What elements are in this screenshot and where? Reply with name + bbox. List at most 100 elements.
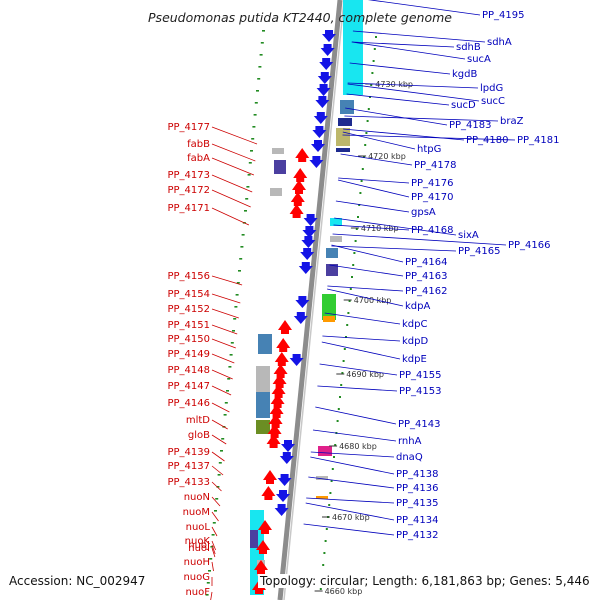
reverse-gene-label: gpsA bbox=[411, 207, 436, 218]
forward-leader-line bbox=[211, 207, 250, 226]
reverse-gene-label: PP_4180 bbox=[466, 135, 509, 146]
forward-leader-line bbox=[211, 481, 222, 492]
tick-mark bbox=[239, 258, 243, 260]
forward-gene-label: PP_4148 bbox=[167, 365, 210, 376]
reverse-gene-label: lpdG bbox=[480, 83, 503, 94]
ruler-label: 4670 kbp bbox=[332, 513, 370, 522]
tick-mark bbox=[364, 144, 367, 146]
reverse-leader-line bbox=[324, 312, 401, 325]
forward-leader-line bbox=[211, 465, 224, 476]
forward-leader-line bbox=[211, 544, 216, 555]
reverse-gene-arrow bbox=[311, 140, 325, 152]
reverse-leader-line bbox=[349, 62, 451, 75]
tick-mark bbox=[355, 228, 358, 230]
reverse-leader-line bbox=[335, 200, 410, 213]
forward-gene-label: nuoH bbox=[184, 557, 210, 568]
reverse-gene-label: rnhA bbox=[398, 436, 422, 447]
reverse-gene-arrow bbox=[317, 72, 332, 84]
reverse-gene-label: PP_4163 bbox=[405, 271, 448, 282]
tick-mark bbox=[262, 30, 265, 32]
reverse-gene-label: PP_4170 bbox=[411, 192, 454, 203]
reverse-leader-line bbox=[334, 217, 457, 236]
tick-mark bbox=[360, 180, 363, 182]
tick-mark bbox=[254, 102, 258, 104]
reverse-gene-label: PP_4183 bbox=[449, 120, 492, 131]
cds-feature bbox=[256, 420, 270, 434]
reverse-gene-label: PP_4181 bbox=[517, 135, 560, 146]
forward-gene-label: PP_4154 bbox=[167, 289, 210, 300]
reverse-gene-label: PP_4138 bbox=[396, 469, 439, 480]
reverse-gene-arrow bbox=[276, 490, 290, 502]
tick-mark bbox=[363, 156, 365, 158]
tick-mark bbox=[248, 162, 252, 164]
tick-mark bbox=[353, 252, 356, 254]
forward-gene-label: PP_4177 bbox=[167, 122, 210, 133]
reverse-leader-line bbox=[331, 245, 457, 252]
tick-mark bbox=[217, 474, 221, 476]
reverse-leader-line bbox=[303, 523, 395, 536]
reverse-gene-arrow bbox=[300, 248, 315, 260]
reverse-gene-arrow bbox=[302, 226, 317, 238]
forward-gene-label: PP_4156 bbox=[167, 271, 210, 282]
forward-gene-label: PP_4171 bbox=[167, 203, 210, 214]
reverse-leader-line bbox=[342, 134, 516, 141]
tick-mark bbox=[361, 168, 364, 170]
tick-mark bbox=[358, 204, 361, 206]
tick-mark bbox=[354, 240, 357, 242]
tick-mark bbox=[319, 588, 322, 590]
reverse-gene-label: braZ bbox=[500, 116, 524, 127]
map-title: Pseudomonas putida KT2440, complete geno… bbox=[148, 10, 452, 25]
reverse-leader-line bbox=[310, 451, 395, 458]
reverse-gene-arrow bbox=[279, 452, 294, 464]
forward-gene-label: nuoL bbox=[186, 522, 211, 533]
tick-mark bbox=[329, 492, 332, 494]
forward-gene-arrow bbox=[268, 414, 283, 428]
tick-mark bbox=[347, 312, 350, 314]
forward-gene-arrow bbox=[295, 148, 310, 162]
cds-feature bbox=[256, 366, 270, 392]
reverse-gene-label: sucA bbox=[467, 54, 491, 65]
reverse-leader-line bbox=[312, 429, 397, 442]
reverse-leader-line bbox=[308, 476, 395, 489]
tick-mark bbox=[334, 444, 337, 446]
tick-mark bbox=[215, 498, 219, 500]
tick-mark bbox=[236, 282, 240, 284]
tick-mark bbox=[226, 390, 229, 392]
accession-label: Accession: NC_002947 bbox=[7, 574, 148, 588]
tick-mark bbox=[323, 552, 326, 554]
genome-backbone-shadow bbox=[283, 0, 345, 600]
forward-leader-line bbox=[211, 526, 218, 537]
reverse-gene-label: PP_4165 bbox=[458, 246, 501, 257]
reverse-leader-line bbox=[347, 83, 480, 102]
forward-leader-line bbox=[211, 338, 236, 349]
reverse-gene-label: kdpC bbox=[402, 319, 427, 330]
cds-feature bbox=[323, 316, 335, 322]
forward-gene-label: PP_4137 bbox=[167, 461, 210, 472]
reverse-gene-label: kdpE bbox=[402, 354, 427, 365]
ruler-label: 4680 kbp bbox=[339, 442, 377, 451]
tick-mark bbox=[246, 186, 250, 188]
reverse-gene-label: kdpA bbox=[405, 301, 430, 312]
reverse-gene-label: kdpD bbox=[402, 336, 428, 347]
reverse-leader-line bbox=[310, 456, 395, 475]
forward-leader-line bbox=[211, 189, 251, 208]
forward-leader-line bbox=[211, 451, 225, 462]
tick-mark bbox=[235, 294, 239, 296]
forward-gene-label: nuoF bbox=[185, 587, 210, 598]
cds-feature bbox=[343, 40, 363, 95]
cds-feature bbox=[326, 264, 338, 276]
forward-gene-label: PP_4147 bbox=[167, 381, 210, 392]
reverse-gene-label: PP_4168 bbox=[411, 225, 454, 236]
reverse-gene-arrow bbox=[320, 44, 335, 56]
tick-mark bbox=[210, 546, 214, 548]
reverse-gene-arrow bbox=[309, 156, 324, 168]
forward-gene-arrow bbox=[271, 384, 286, 398]
reverse-gene-arrow bbox=[313, 112, 328, 124]
reverse-gene-label: sdhB bbox=[456, 42, 481, 53]
reverse-leader-line bbox=[319, 363, 398, 376]
forward-gene-label: PP_4139 bbox=[167, 447, 210, 458]
reverse-gene-label: sucD bbox=[451, 100, 476, 111]
reverse-gene-label: PP_4176 bbox=[411, 178, 454, 189]
forward-leader-line bbox=[211, 547, 216, 558]
ruler-label: 4660 kbp bbox=[325, 587, 363, 596]
